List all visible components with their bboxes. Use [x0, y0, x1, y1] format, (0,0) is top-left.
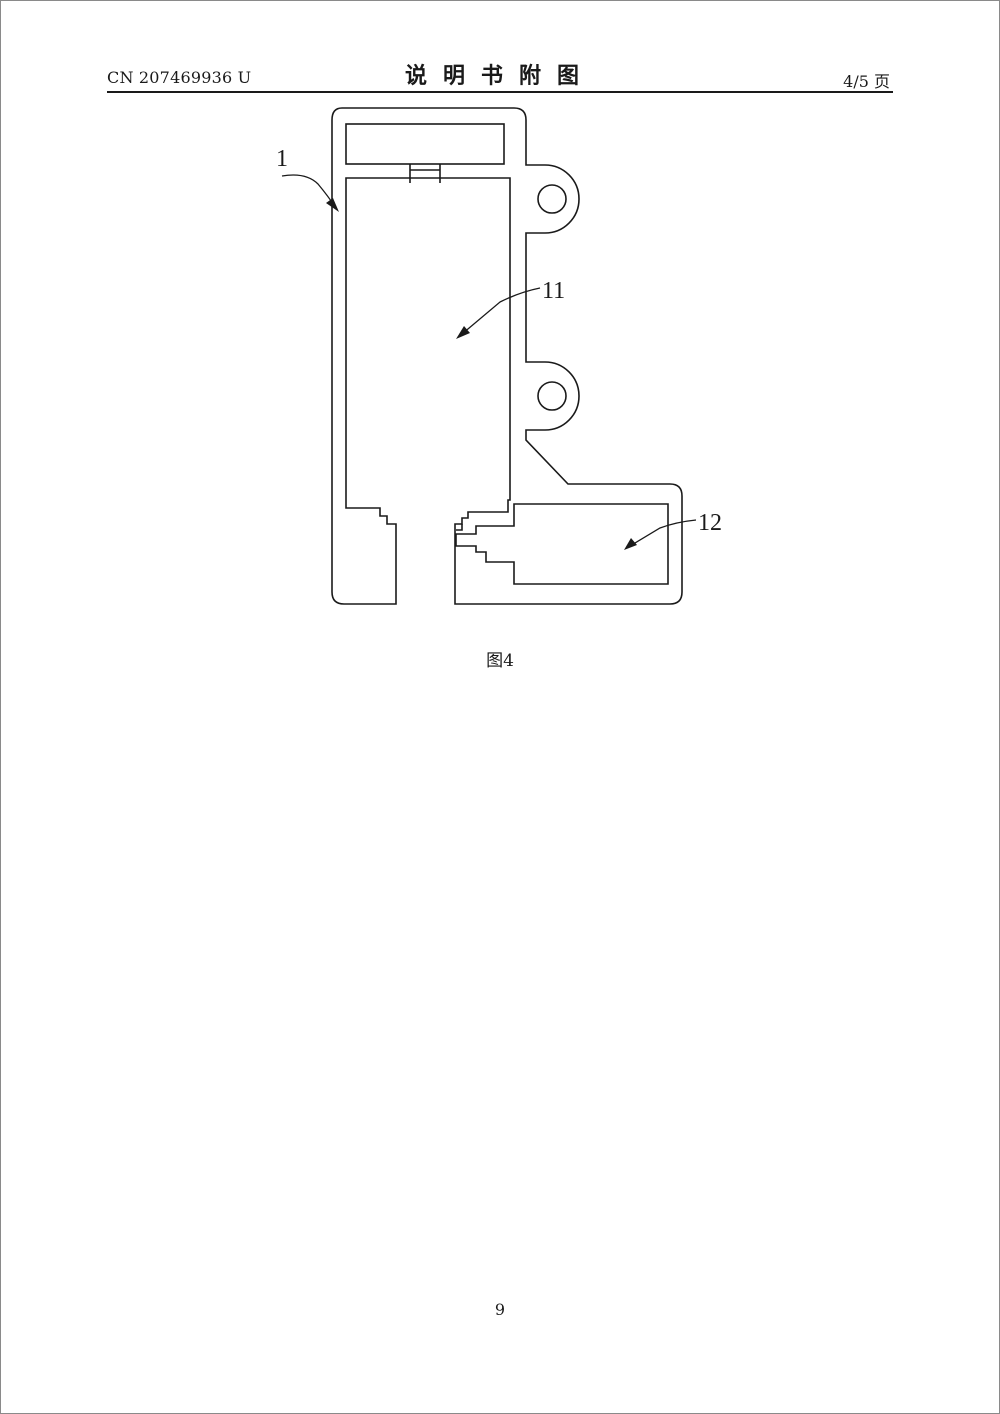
leader-line-12 [629, 519, 697, 547]
connector-slot [409, 164, 441, 183]
page-title: 说明书附图 [404, 64, 595, 89]
reference-label-1: 1 [276, 146, 288, 172]
header-rule [107, 91, 893, 93]
top-compartment [345, 123, 505, 165]
mounting-hole-upper [537, 184, 567, 214]
arrowhead-12 [624, 538, 637, 550]
mounting-hole-lower [537, 381, 567, 411]
page-number: 9 [494, 1300, 506, 1319]
outer-housing-outline [331, 107, 683, 605]
publication-number: CN 207469936 U [107, 68, 252, 87]
reference-label-11: 11 [542, 278, 565, 304]
arrowhead-11 [456, 326, 470, 339]
cavity-12-outline [455, 503, 669, 585]
reference-label-12: 12 [698, 510, 722, 536]
leader-line-11 [461, 287, 541, 335]
figure-caption: 图4 [486, 651, 514, 671]
page-indicator: 4/5 页 [843, 72, 890, 91]
cavity-12-step [456, 524, 463, 531]
arrowhead-1 [326, 198, 339, 212]
